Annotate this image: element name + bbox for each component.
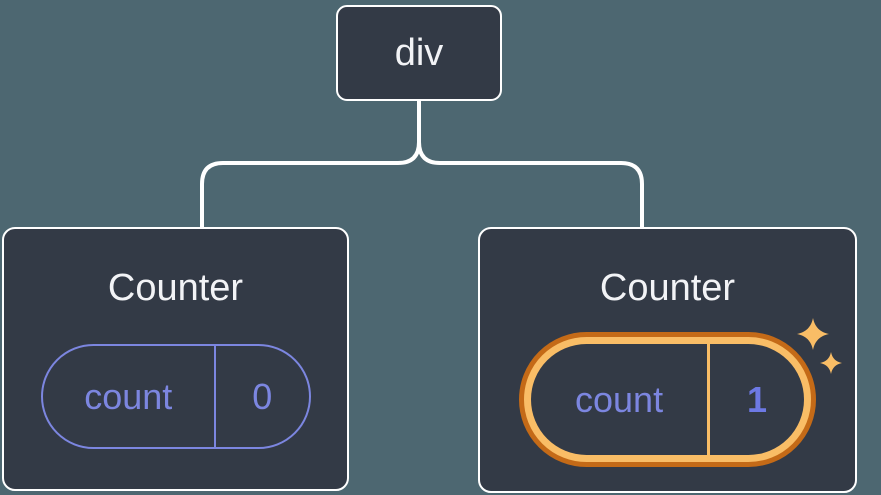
node-counter-right: Counter count 1 — [478, 227, 857, 493]
state-value: 0 — [252, 375, 273, 417]
state-key-label: count — [43, 346, 217, 447]
state-pill: count 0 — [40, 344, 311, 449]
counter-title: Counter — [599, 267, 736, 309]
state-key-label: count — [531, 344, 711, 455]
node-counter-left: Counter count 0 — [2, 227, 349, 491]
highlighted-state-pill: count 1 — [519, 332, 816, 467]
node-div-label: div — [394, 31, 444, 74]
state-value: 1 — [747, 378, 768, 420]
node-div: div — [336, 5, 502, 101]
counter-title: Counter — [107, 267, 244, 309]
sparkles-icon — [797, 318, 842, 374]
